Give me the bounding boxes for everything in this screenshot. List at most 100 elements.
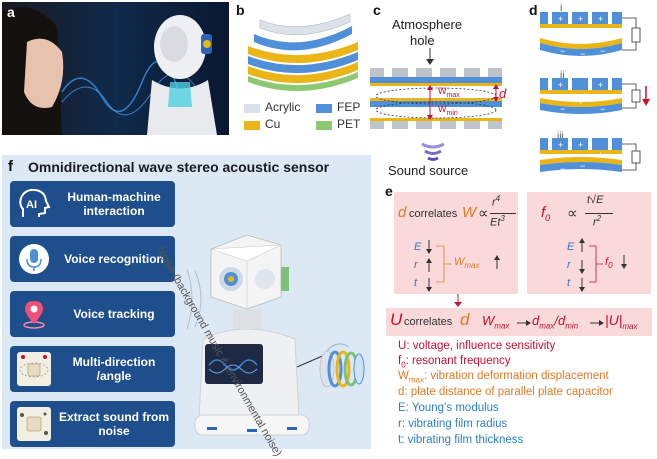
- location-pin-icon: [23, 301, 45, 329]
- svg-text:+: +: [558, 80, 563, 90]
- svg-text:−: −: [600, 46, 605, 56]
- eq-correlates: correlates: [409, 208, 458, 220]
- fraction-bar: [490, 213, 516, 214]
- multi-direction-icon: [17, 352, 51, 386]
- wmin-label-c: Wmin: [438, 104, 458, 117]
- feature-label: Multi-direction /angle: [72, 355, 156, 383]
- legend-line-wmax: Wmax: vibration deformation displacement: [398, 370, 609, 385]
- eq-den-2: r2: [593, 214, 602, 229]
- svg-text:+: +: [558, 140, 563, 150]
- sound-extract-icon: [17, 407, 51, 441]
- legend-fep: FEP: [337, 100, 361, 114]
- human-robot-illustration: [2, 2, 229, 135]
- up-arrow-icon: [494, 255, 500, 269]
- eq-f0-result: f0: [605, 256, 613, 271]
- sensor-cross-section: [370, 48, 502, 129]
- chain-dmax-dmin: dmax/dmin: [532, 313, 579, 331]
- row-label-ii: ii: [560, 70, 565, 81]
- svg-text:−: −: [580, 49, 585, 59]
- legend-line-f0: f0: resonant frequency: [398, 355, 511, 370]
- legend-line-e: E: Young’s modulus: [398, 402, 499, 414]
- eq-den: Et3: [490, 214, 505, 229]
- layer-stack-illustration: [248, 14, 358, 92]
- charge-state-diagrams: + + + − − − + + + − − +: [540, 12, 650, 174]
- legend-line-t: t: vibrating film thickness: [398, 434, 524, 446]
- svg-text:+: +: [598, 14, 603, 24]
- panel-f: f Omnidirectional wave stereo acoustic s…: [2, 155, 371, 459]
- feature-label: Voice tracking: [73, 307, 155, 321]
- sound-source-label: Sound source: [388, 163, 469, 178]
- feature-human-machine-interaction: AI Human-machine interaction: [10, 181, 175, 227]
- svg-text:+: +: [578, 97, 583, 107]
- feature-label: Voice recognition: [64, 252, 164, 266]
- feature-voice-recognition: Voice recognition: [10, 236, 175, 282]
- legend-swatch-cu: [244, 121, 260, 130]
- panel-label-b: b: [236, 2, 245, 18]
- chain-d: d: [460, 310, 470, 329]
- svg-text:−: −: [560, 164, 565, 174]
- panel-label-e: e: [385, 183, 393, 199]
- panel-label-c: c: [373, 2, 381, 18]
- chain-arrow-2: [590, 320, 604, 326]
- trend-arrows-2: [579, 238, 603, 292]
- svg-text:−: −: [560, 46, 565, 56]
- legend-line-r: r: vibrating film radius: [398, 418, 508, 430]
- svg-text:+: +: [598, 150, 603, 160]
- svg-text:−: −: [560, 104, 565, 114]
- legend-pet: PET: [337, 117, 361, 131]
- svg-text:+: +: [578, 140, 583, 150]
- eq-wmax: Wmax: [454, 256, 480, 271]
- robot-sensor-illustration: [186, 234, 365, 436]
- hole-label: hole: [410, 33, 435, 48]
- legend-line-d: d: plate distance of parallel plate capa…: [398, 386, 613, 398]
- panel-label-d: d: [529, 2, 538, 18]
- eq-num: r4: [492, 194, 501, 209]
- svg-text:AI: AI: [26, 199, 37, 211]
- legend-swatch-fep: [316, 104, 332, 113]
- chain-wmax: Wmax: [482, 313, 510, 331]
- eq-num-2: t√E: [587, 194, 604, 206]
- legend-line-u: U: voltage, influence sensitivity: [398, 340, 556, 352]
- chain-arrow-1: [517, 320, 531, 326]
- panel-f-title: Omnidirectional wave stereo acoustic sen…: [28, 159, 330, 175]
- legend-cu: Cu: [265, 117, 281, 131]
- feature-label: Extract sound from noise: [58, 410, 169, 438]
- panel-label-a: a: [7, 4, 15, 20]
- chain-u: U: [390, 310, 403, 329]
- feature-extract-sound: Extract sound from noise: [10, 401, 175, 447]
- svg-text:+: +: [598, 80, 603, 90]
- svg-text:+: +: [558, 14, 563, 24]
- row-label-iii: iii: [557, 131, 564, 142]
- trend-arrows-1: [426, 240, 452, 292]
- chain-absu-max: |U|max: [605, 312, 638, 331]
- legend-swatch-pet: [316, 121, 332, 130]
- panel-a-photo: a: [2, 2, 229, 135]
- feature-voice-tracking: Voice tracking: [10, 291, 175, 337]
- legend-swatch-acrylic: [244, 104, 260, 113]
- fraction-bar-2: [585, 213, 613, 214]
- microphone-icon: [19, 244, 49, 274]
- d-label-c: d: [499, 86, 507, 101]
- svg-text:+: +: [578, 14, 583, 24]
- down-arrow-connector: [454, 294, 462, 307]
- panel-label-f: f: [8, 158, 13, 175]
- down-arrow-icon: [621, 255, 627, 269]
- eq-d: d: [398, 204, 407, 221]
- chain-correlates: correlates: [404, 316, 453, 328]
- feature-multi-direction: Multi-direction /angle: [10, 346, 175, 392]
- svg-text:−: −: [580, 161, 585, 171]
- feature-label: Human-machine interaction: [67, 190, 161, 218]
- ai-head-icon: AI: [19, 188, 51, 217]
- eq-w: W: [462, 204, 477, 221]
- eq-prop: ∝: [478, 205, 489, 222]
- svg-text:−: −: [600, 104, 605, 114]
- eq-prop-2: ∝: [567, 205, 578, 222]
- legend-acrylic: Acrylic: [265, 100, 301, 114]
- correlation-chain: U correlates d Wmax dmax/dmin |U|max: [386, 308, 652, 336]
- row-label-i: i: [560, 3, 563, 14]
- atmosphere-label: Atmosphere: [392, 17, 463, 32]
